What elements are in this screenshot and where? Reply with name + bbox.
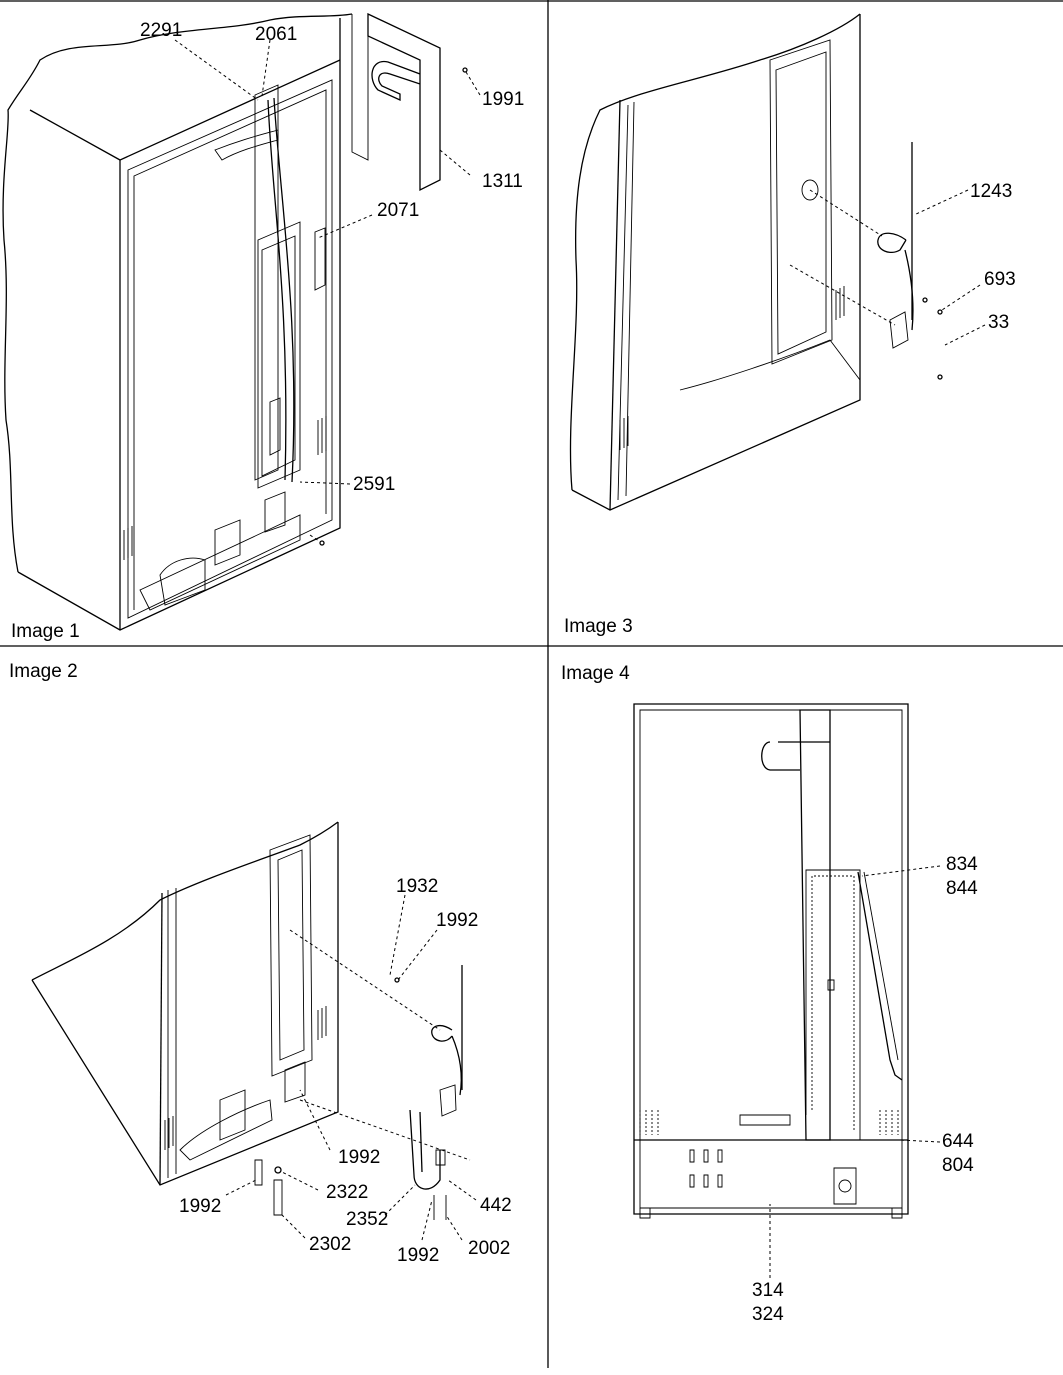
callout-part-number: 1932	[396, 876, 439, 897]
callout-part-number: 1991	[482, 89, 525, 110]
panel-label-image-3: Image 3	[564, 616, 633, 637]
callout-part-number: 314	[752, 1280, 784, 1301]
callout-part-number: 2322	[326, 1182, 369, 1203]
callout-part-number: 2591	[353, 474, 396, 495]
callout-part-number-pair: 314 324	[752, 1279, 784, 1327]
callout-part-number: 1992	[338, 1147, 381, 1168]
callout-part-number-pair: 834 844	[946, 853, 978, 901]
callout-part-number: 804	[942, 1155, 974, 1176]
callout-part-number-pair: 644 804	[942, 1130, 974, 1178]
callout-part-number: 1992	[436, 910, 479, 931]
panel-label-image-1: Image 1	[11, 621, 80, 642]
callout-part-number: 644	[942, 1131, 974, 1152]
image-2-drawing	[31, 821, 477, 1241]
callout-part-number: 2071	[377, 200, 420, 221]
callout-part-number: 1311	[482, 171, 523, 192]
callout-part-number: 2352	[346, 1209, 389, 1230]
image-1-drawing	[2, 12, 481, 631]
callout-part-number: 693	[984, 269, 1016, 290]
callout-part-number: 2061	[255, 24, 298, 45]
callout-part-number: 2302	[309, 1234, 352, 1255]
callout-part-number: 1992	[179, 1196, 222, 1217]
callout-part-number: 324	[752, 1304, 784, 1325]
panel-label-image-2: Image 2	[9, 661, 78, 682]
callout-part-number: 2002	[468, 1238, 511, 1259]
image-4-drawing	[633, 703, 941, 1278]
callout-part-number: 834	[946, 854, 978, 875]
callout-part-number: 33	[988, 312, 1010, 333]
callout-part-number: 1992	[397, 1245, 440, 1266]
callout-part-number: 2291	[140, 20, 183, 41]
panel-label-image-4: Image 4	[561, 663, 630, 684]
callout-part-number: 1243	[970, 181, 1013, 202]
image-3-drawing	[569, 13, 986, 511]
callout-part-number: 844	[946, 878, 978, 899]
callout-part-number: 442	[480, 1195, 512, 1216]
